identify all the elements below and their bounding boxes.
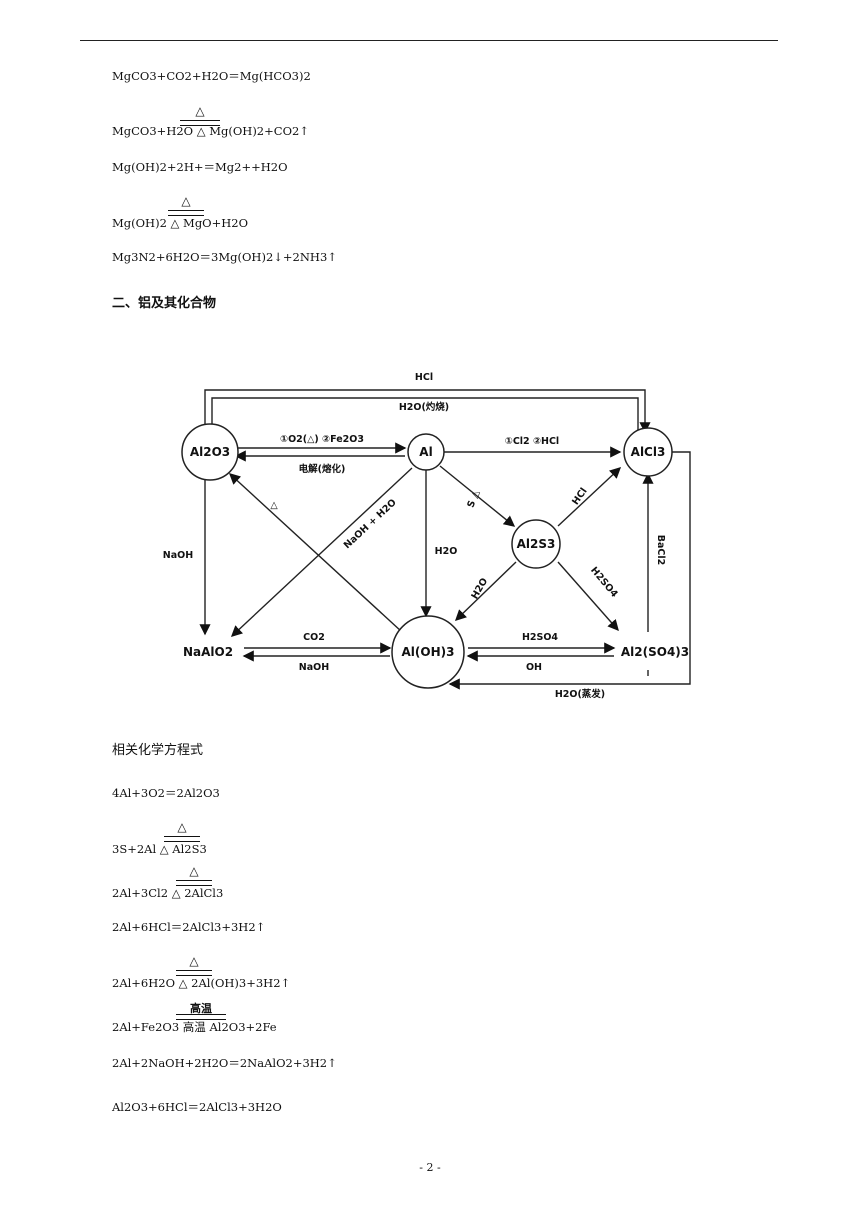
equals-bar: [176, 970, 212, 976]
al-equation-1: 4Al+3O2＝2Al2O3: [112, 786, 220, 800]
mg-equation-2-text: MgCO3+H2O △ Mg(OH)2+CO2↑: [112, 124, 309, 138]
mg-equation-5: Mg3N2+6H2O＝3Mg(OH)2↓+2NH3↑: [112, 250, 337, 264]
equals-bar: [180, 120, 220, 126]
node-al: Al: [419, 445, 432, 459]
al-equation-4: 2Al+6HCl＝2AlCl3+3H2↑: [112, 920, 266, 934]
heat-condition: △: [189, 864, 199, 878]
page-number: - 2 -: [419, 1161, 441, 1174]
node-naalo2: NaAlO2: [183, 645, 233, 659]
equals-bar: [176, 880, 212, 886]
label-h2o-mid: H2O: [435, 546, 458, 557]
node-al2s3: Al2S3: [517, 537, 556, 551]
al-equation-3-text: 2Al+3Cl2 △ 2AlCl3: [112, 886, 224, 900]
label-bacl2: BaCl2: [655, 535, 666, 566]
label-naoh-left: NaOH: [163, 550, 193, 561]
label-electrolysis: 电解(熔化): [299, 463, 346, 475]
al-equation-8: Al2O3+6HCl＝2AlCl3+3H2O: [112, 1100, 282, 1114]
label-co2: CO2: [303, 632, 325, 643]
node-al2so43: Al2(SO4)3: [621, 645, 689, 659]
label-hcl-diag: HCl: [570, 486, 589, 507]
al-equation-7: 2Al+2NaOH+2H2O＝2NaAlO2+3H2↑: [112, 1056, 337, 1070]
label-oh-bottom: OH: [526, 662, 542, 673]
node-al2o3: Al2O3: [190, 445, 230, 459]
label-hcl-top: HCl: [415, 372, 433, 383]
mg-equation-4-text: Mg(OH)2 △ MgO+H2O: [112, 216, 249, 230]
header-rule: [80, 40, 778, 41]
label-h2so4-bottom: H2SO4: [522, 632, 558, 643]
label-h2o-evap: H2O(蒸发): [555, 688, 605, 700]
node-alcl3: AlCl3: [631, 445, 666, 459]
node-aloh3: Al(OH)3: [402, 645, 455, 659]
related-equations-title: 相关化学方程式: [112, 743, 204, 758]
label-h2so4-diag: H2SO4: [588, 565, 620, 600]
heat-condition: △: [195, 104, 205, 118]
label-cl2-hcl: ①Cl2 ②HCl: [505, 436, 559, 447]
aluminum-compounds-diagram: Al2O3 Al AlCl3 Al2S3 NaAlO2 Al(OH)3 Al2(…: [163, 372, 691, 700]
heat-condition: △: [181, 194, 191, 208]
equals-bar: [176, 1014, 226, 1020]
label-o2-fe2o3: ①O2(△) ②Fe2O3: [280, 434, 364, 445]
label-h2o-burn: H2O(灼烧): [399, 401, 449, 413]
label-naoh-h2o: NaOH + H2O: [342, 497, 399, 551]
mg-equation-1: MgCO3+CO2+H2O＝Mg(HCO3)2: [112, 69, 311, 83]
equals-bar: [168, 210, 204, 216]
section-title: 二、铝及其化合物: [112, 296, 217, 311]
al-equation-5-text: 2Al+6H2O △ 2Al(OH)3+3H2↑: [112, 976, 291, 990]
al-equation-6-text: 2Al+Fe2O3 高温 Al2O3+2Fe: [112, 1020, 277, 1034]
high-temp-condition: 高温: [190, 1002, 212, 1015]
heat-condition: △: [189, 954, 199, 968]
label-heat-left: △: [270, 500, 278, 511]
label-s-heat: S △: [465, 488, 482, 509]
label-naoh-bottom: NaOH: [299, 662, 329, 673]
al-equation-2-text: 3S+2Al △ Al2S3: [112, 842, 207, 856]
label-h2o-diag: H2O: [469, 576, 490, 601]
mg-equation-3: Mg(OH)2+2H+＝Mg2++H2O: [112, 160, 288, 174]
equals-bar: [164, 836, 200, 842]
heat-condition: △: [177, 820, 187, 834]
